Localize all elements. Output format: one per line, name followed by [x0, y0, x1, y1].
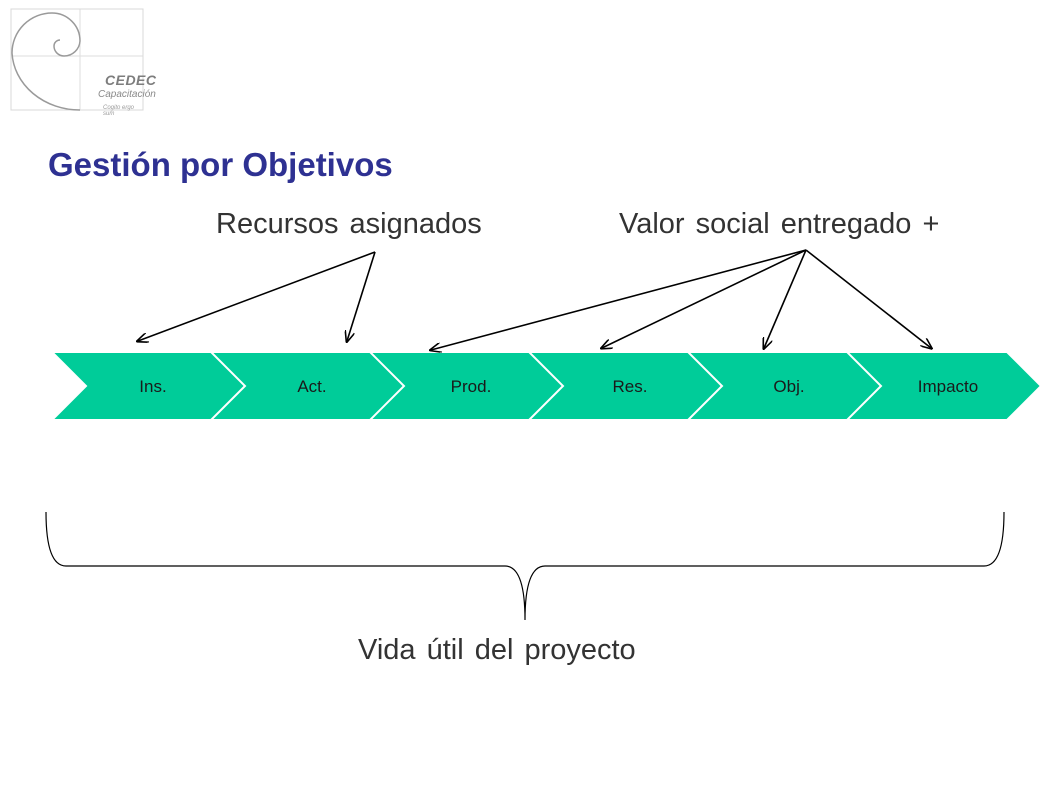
cedec-logo: CEDEC Capacitación Cogito ergo sum: [10, 8, 156, 117]
arrow-resources-to-ins: [138, 251, 376, 341]
chevron-label-5: Impacto: [918, 377, 978, 396]
arrows-group: [138, 249, 931, 350]
label-social-value: Valor social entregado +: [619, 208, 940, 240]
label-resources: Recursos asignados: [216, 208, 482, 240]
chevron-label-0: Ins.: [139, 377, 166, 396]
logo-subtitle: Capacitación: [98, 89, 156, 100]
arrow-value-to-prod: [431, 249, 807, 350]
chevron-process: Ins. Act. Prod. Res. Obj. Impacto: [49, 351, 1043, 421]
arrow-resources-to-act: [347, 251, 376, 341]
arrow-value-to-obj: [764, 249, 807, 348]
chevron-label-2: Prod.: [451, 377, 492, 396]
logo-spiral-icon: [10, 8, 144, 111]
chevron-label-1: Act.: [297, 377, 326, 396]
arrow-value-to-res: [602, 249, 807, 348]
label-project-life: Vida útil del proyecto: [358, 634, 636, 666]
chevron-label-4: Obj.: [773, 377, 804, 396]
page-title: Gestión por Objetivos: [48, 146, 393, 183]
chevron-label-3: Res.: [613, 377, 648, 396]
chevron-stage-5: [844, 351, 1043, 421]
logo-name: CEDEC: [105, 72, 157, 88]
logo-tagline: Cogito ergo sum: [103, 105, 135, 117]
arrow-value-to-impacto: [805, 249, 931, 348]
project-life-brace: [45, 511, 1005, 621]
